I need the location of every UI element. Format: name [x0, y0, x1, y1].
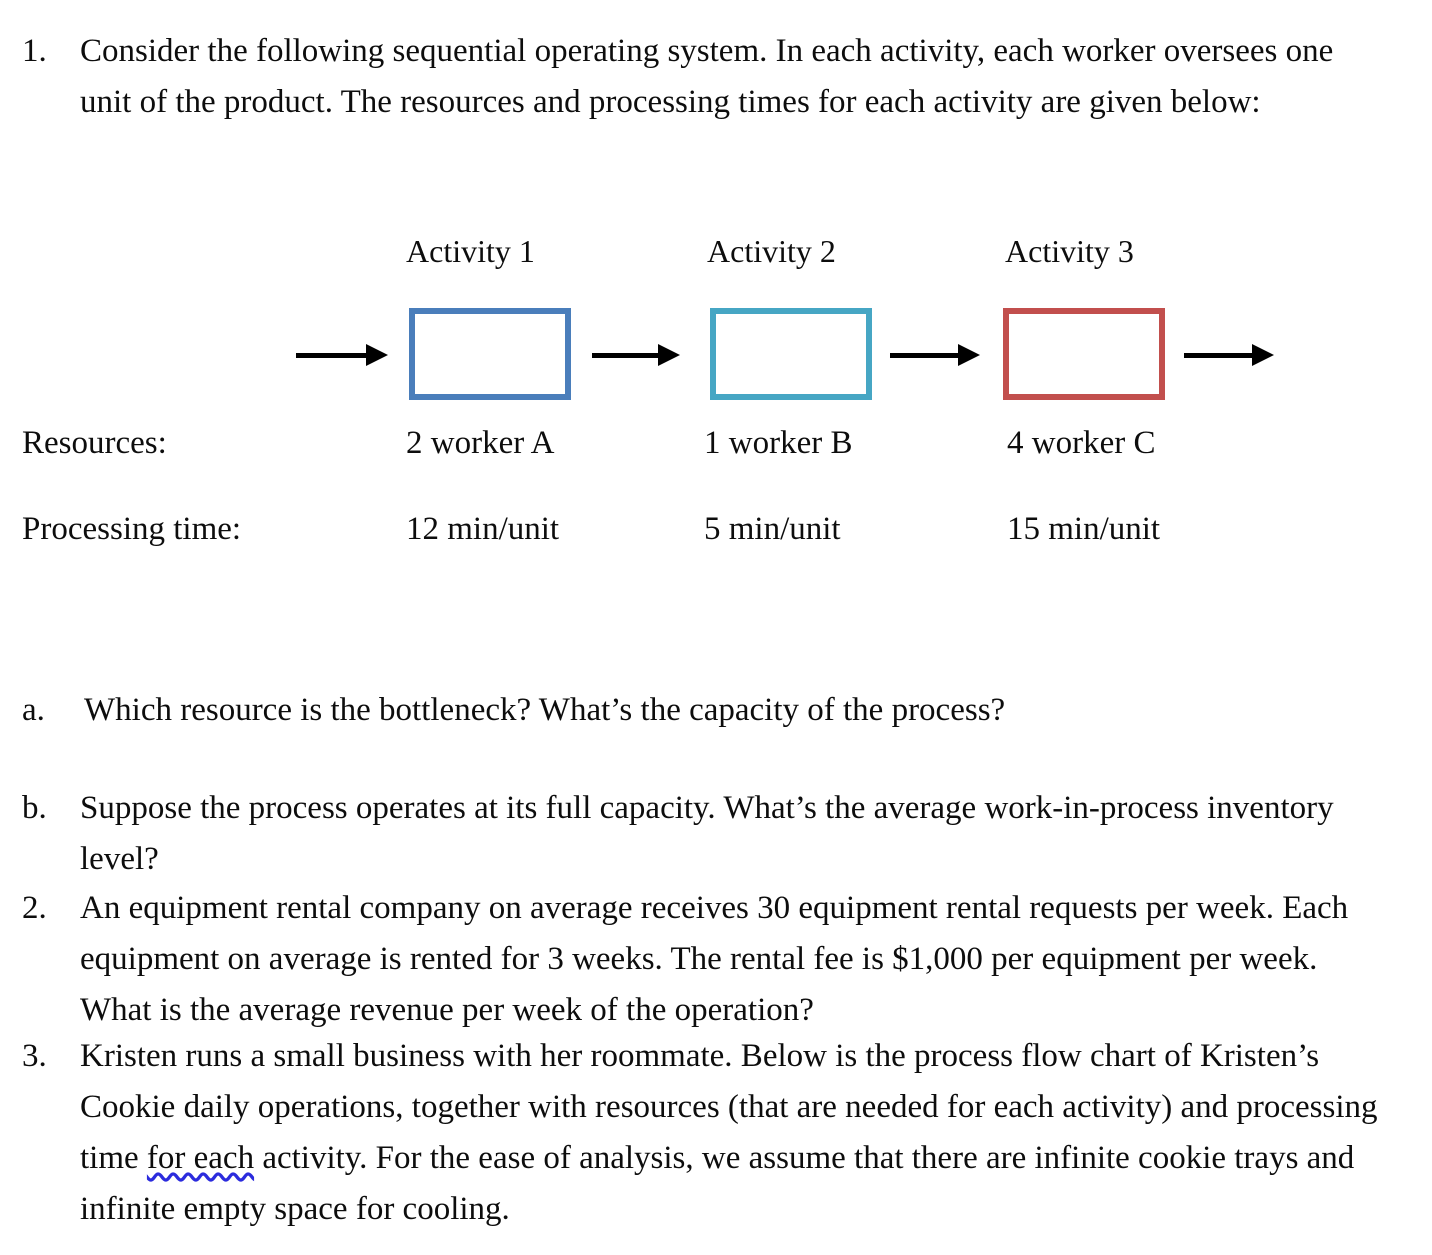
processing-time-label: Processing time:: [22, 511, 242, 547]
question-1a-text: Which resource is the bottleneck? What’s…: [84, 692, 1006, 728]
arrow-head: [1252, 344, 1274, 366]
question-1a-marker: a.: [22, 692, 45, 728]
arrow-shaft: [1184, 353, 1254, 358]
question-1-marker: 1.: [22, 33, 47, 69]
spellcheck-flagged-text: for each: [146, 1140, 255, 1176]
arrow-shaft: [592, 353, 660, 358]
question-1b-marker: b.: [22, 790, 47, 826]
activity-boxes-row: [0, 308, 1432, 408]
activity-2-box: [710, 308, 872, 400]
question-1-text: Consider the following sequential operat…: [80, 33, 1334, 120]
arrow-head: [366, 344, 388, 366]
activity-2-processing-time: 5 min/unit: [704, 511, 841, 547]
question-3-text-before: Kristen runs a small business with her r…: [80, 1038, 1378, 1176]
question-3-marker: 3.: [22, 1038, 47, 1074]
arrow-shaft: [890, 353, 960, 358]
question-2-text: An equipment rental company on average r…: [80, 890, 1349, 1028]
process-flow-diagram: Activity 1 Activity 2 Activity 3 Resourc…: [0, 228, 1432, 548]
activity-1-resource: 2 worker A: [406, 425, 555, 461]
activity-1-box: [409, 308, 571, 400]
activity-3-resource: 4 worker C: [1007, 425, 1156, 461]
question-3-text: Kristen runs a small business with her r…: [80, 1031, 1392, 1235]
arrow-shaft: [296, 353, 368, 358]
arrow-output-icon: [1184, 344, 1274, 366]
activity-3-box: [1003, 308, 1165, 400]
question-1: 1. Consider the following sequential ope…: [22, 26, 1392, 128]
question-2: 2. An equipment rental company on averag…: [22, 883, 1392, 1036]
activity-1-processing-time: 12 min/unit: [406, 511, 560, 547]
activity-1-title: Activity 1: [406, 233, 535, 269]
resources-row: Resources: 2 worker A 1 worker B 4 worke…: [0, 420, 1432, 470]
arrow-1-to-2-icon: [592, 344, 680, 366]
arrow-head: [958, 344, 980, 366]
activity-headers: Activity 1 Activity 2 Activity 3: [0, 228, 1432, 278]
question-3: 3. Kristen runs a small business with he…: [22, 1031, 1392, 1235]
activity-3-title: Activity 3: [1005, 233, 1134, 269]
arrow-2-to-3-icon: [890, 344, 980, 366]
arrow-head: [658, 344, 680, 366]
question-1b-text: Suppose the process operates at its full…: [80, 790, 1334, 877]
activity-3-processing-time: 15 min/unit: [1007, 511, 1161, 547]
question-3-text-after: activity. For the ease of analysis, we a…: [80, 1140, 1355, 1227]
question-2-marker: 2.: [22, 890, 47, 926]
resources-label: Resources:: [22, 425, 167, 461]
activity-2-resource: 1 worker B: [704, 425, 853, 461]
arrow-input-icon: [296, 344, 388, 366]
processing-time-row: Processing time: 12 min/unit 5 min/unit …: [0, 506, 1432, 556]
activity-2-title: Activity 2: [707, 233, 836, 269]
question-1b: b. Suppose the process operates at its f…: [22, 783, 1392, 885]
question-1a: a. Which resource is the bottleneck? Wha…: [22, 685, 1392, 736]
